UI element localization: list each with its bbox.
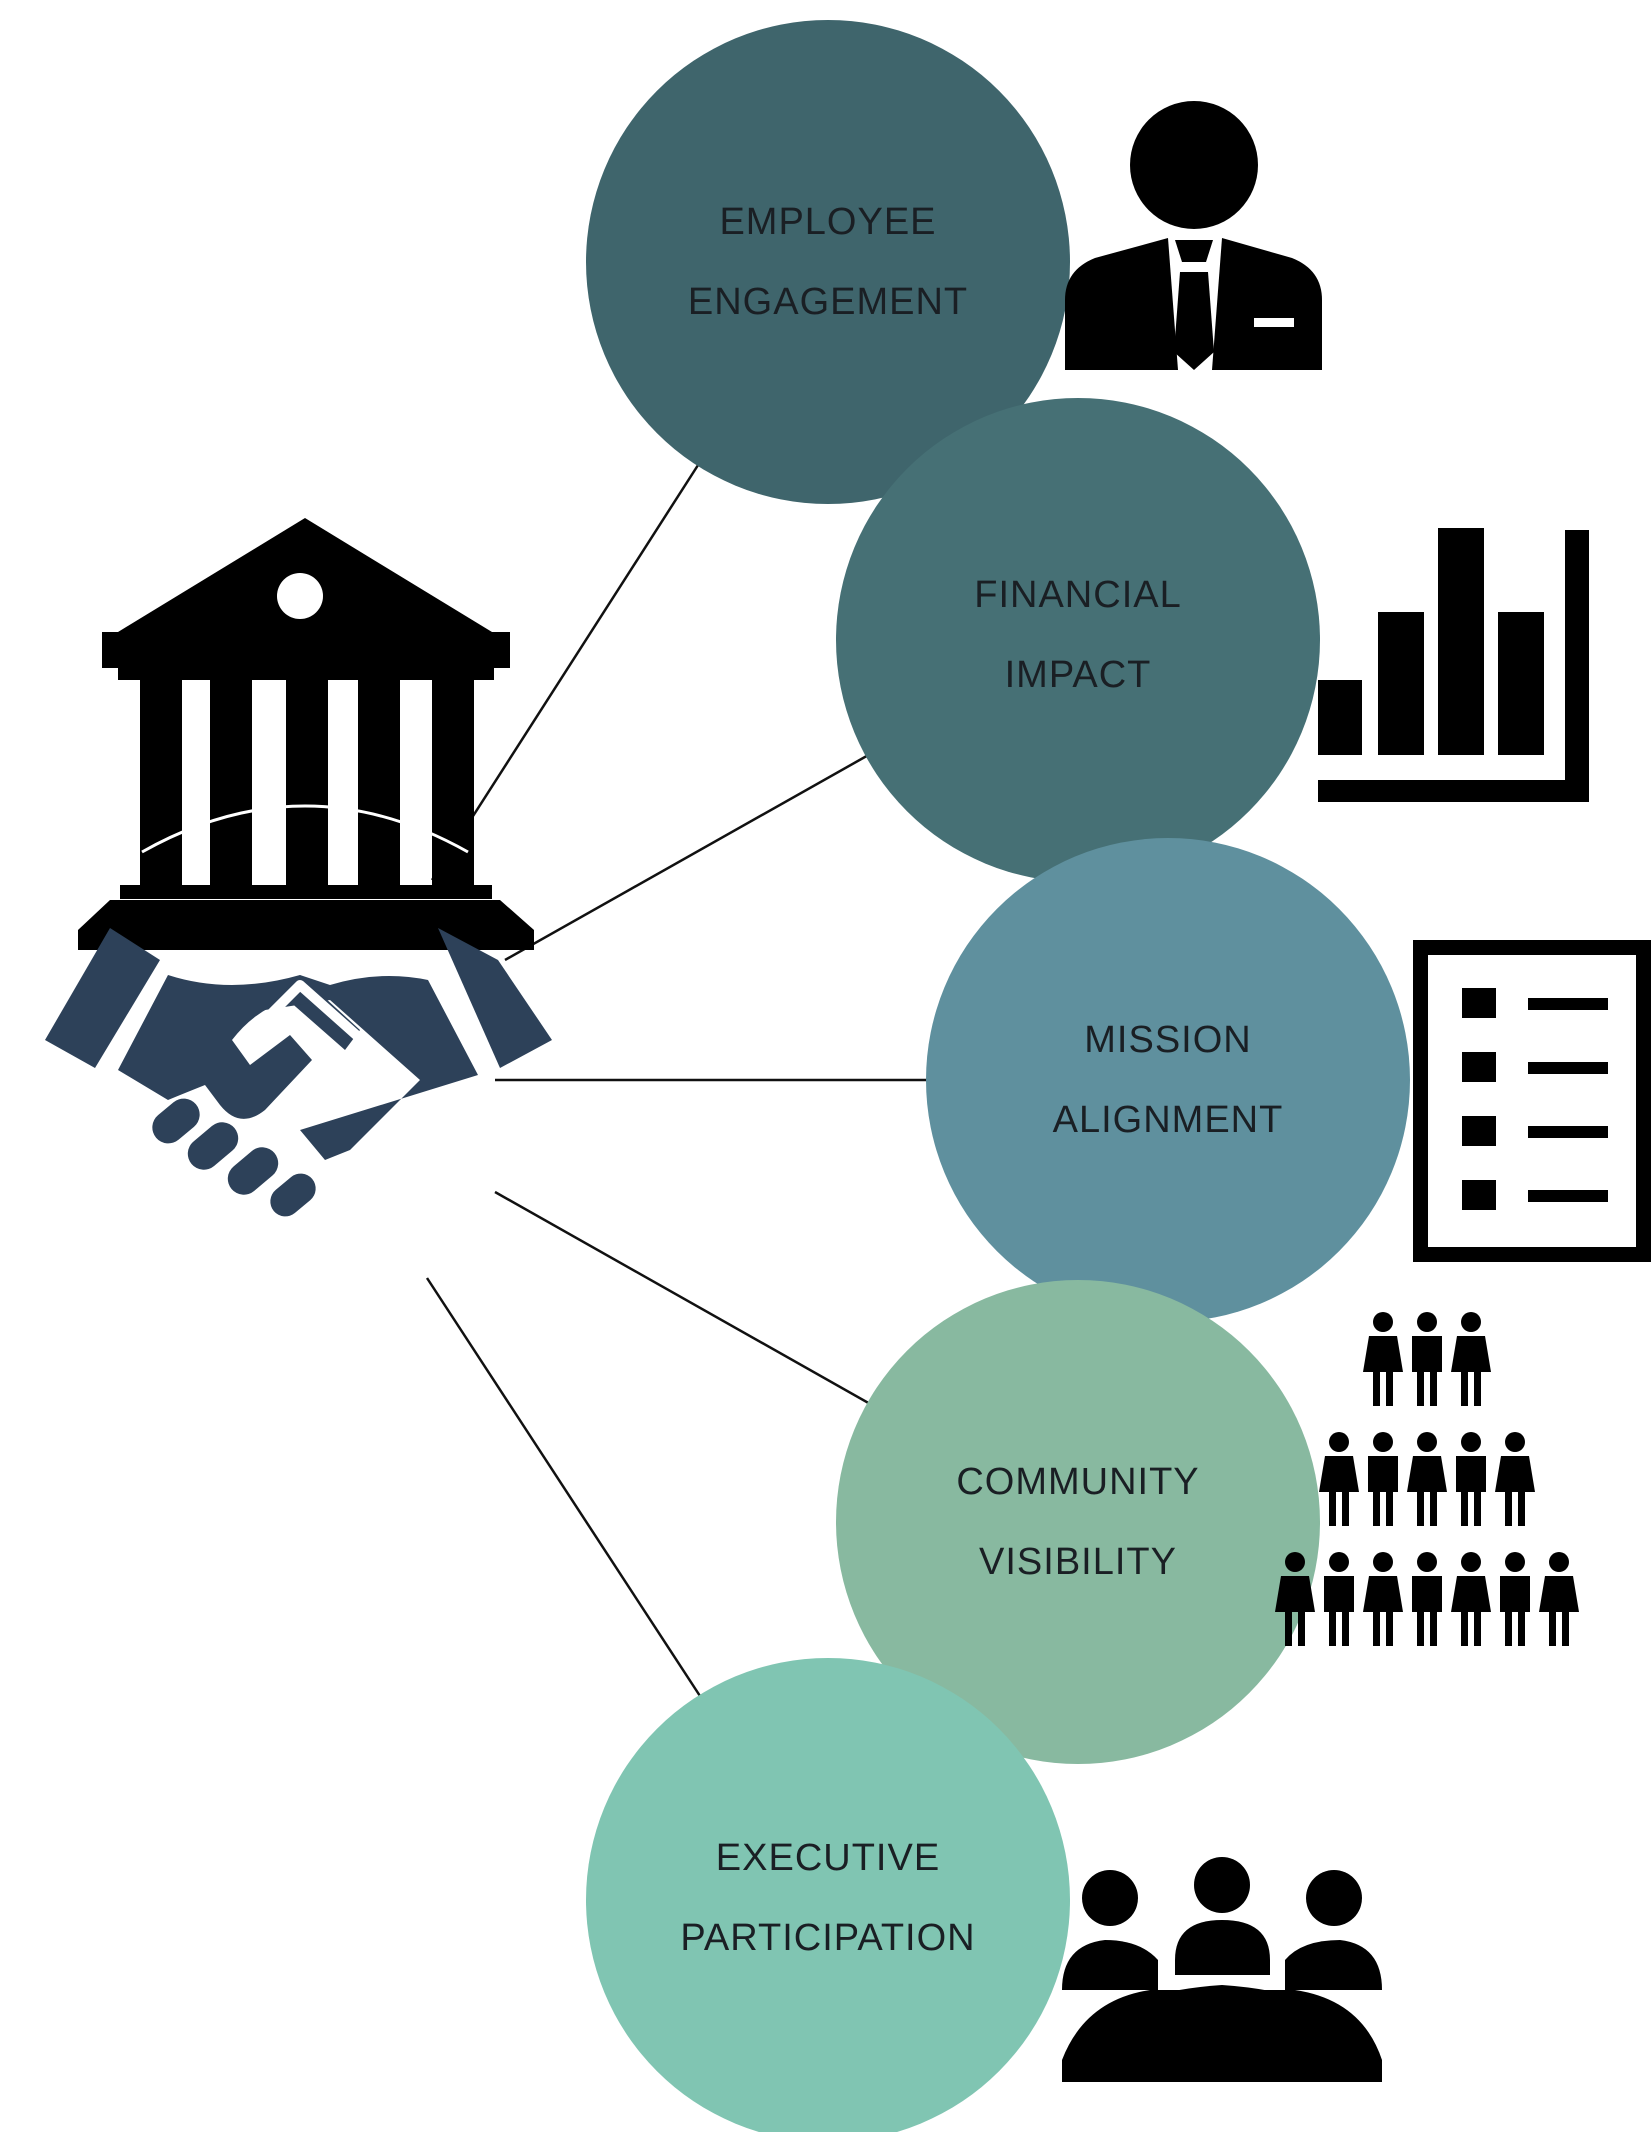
businessman-icon	[1065, 101, 1322, 370]
circle-community-visibility	[836, 1280, 1320, 1764]
person-icon	[1368, 1432, 1398, 1526]
bank-icon	[78, 518, 534, 950]
circle-mission-alignment	[926, 838, 1410, 1322]
connectors	[425, 461, 928, 1697]
circle-executive-participation	[586, 1658, 1070, 2132]
person-icon	[1456, 1432, 1486, 1526]
connector-employee-engagement	[430, 461, 702, 881]
connector-financial-impact	[504, 751, 873, 962]
person-icon	[1363, 1552, 1403, 1646]
person-icon	[1407, 1432, 1447, 1526]
circle-employee-engagement	[586, 20, 1070, 504]
connector-executive-participation	[425, 1277, 702, 1697]
handshake-icon	[45, 928, 552, 1217]
person-icon	[1363, 1312, 1403, 1406]
checklist-icon	[1413, 940, 1651, 1262]
meeting-icon	[1062, 1857, 1382, 2082]
person-icon	[1451, 1552, 1491, 1646]
bank-handshake-icon	[45, 518, 552, 1217]
person-icon	[1539, 1552, 1579, 1646]
circle-financial-impact	[836, 398, 1320, 882]
person-icon	[1412, 1312, 1442, 1406]
person-icon	[1319, 1432, 1359, 1526]
person-icon	[1451, 1312, 1491, 1406]
person-icon	[1500, 1552, 1530, 1646]
connector-community-visibility	[494, 1190, 873, 1407]
person-icon	[1275, 1552, 1315, 1646]
person-icon	[1412, 1552, 1442, 1646]
person-icon	[1324, 1552, 1354, 1646]
crowd-icon	[1275, 1312, 1579, 1646]
bar-chart-icon	[1318, 528, 1589, 802]
person-icon	[1495, 1432, 1535, 1526]
